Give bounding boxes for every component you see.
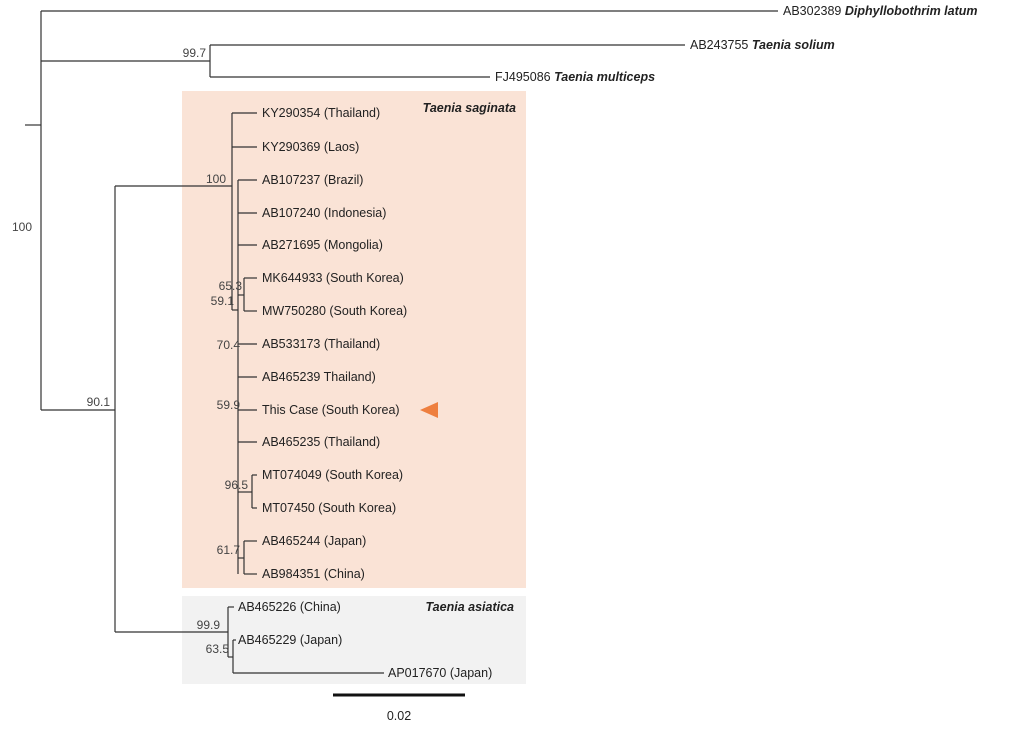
saginata-tip-labels: KY290354 (Thailand) KY290369 (Laos) AB10… (262, 106, 407, 581)
saginata-clade-box (182, 91, 526, 588)
asiatica-tip-labels: AB465226 (China) AB465229 (Japan) AP0176… (238, 600, 492, 680)
bootstrap-node: 59.9 (217, 398, 241, 412)
bootstrap-node: 99.9 (197, 618, 221, 632)
asiatica-clade-box (182, 596, 526, 684)
tip-label: AB465239 Thailand) (262, 370, 376, 384)
tip-label: AB465235 (Thailand) (262, 435, 380, 449)
tip-label: AB465229 (Japan) (238, 633, 342, 647)
tip-label: AB271695 (Mongolia) (262, 238, 383, 252)
tip-label: KY290369 (Laos) (262, 140, 359, 154)
bootstrap-node: 59.1 (211, 294, 235, 308)
bootstrap-solium-multiceps: 99.7 (183, 46, 207, 60)
tip-label: AB465226 (China) (238, 600, 341, 614)
tip-label: AB533173 (Thailand) (262, 337, 380, 351)
tip-label-diphyllobothrium: AB302389 Diphyllobothrim latum (783, 4, 978, 18)
tip-label: MT07450 (South Korea) (262, 501, 396, 515)
tip-label: MT074049 (South Korea) (262, 468, 403, 482)
tip-label: AB107237 (Brazil) (262, 173, 363, 187)
tree-branches (25, 10, 778, 674)
tip-label: AB465244 (Japan) (262, 534, 366, 548)
tip-label: AB107240 (Indonesia) (262, 206, 386, 220)
bootstrap-saginata: 100 (206, 172, 226, 186)
asiatica-group-label: Taenia asiatica (426, 600, 515, 614)
tip-label: KY290354 (Thailand) (262, 106, 380, 120)
bootstrap-node: 70.4 (217, 338, 241, 352)
bootstrap-values: 100 99.7 90.1 100 65.3 59.1 70.4 59.9 96… (12, 46, 248, 656)
bootstrap-node: 63.5 (206, 642, 230, 656)
bootstrap-node: 61.7 (217, 543, 241, 557)
tip-label-this-case: This Case (South Korea) (262, 403, 400, 417)
bootstrap-node: 96.5 (225, 478, 249, 492)
tip-label: MW750280 (South Korea) (262, 304, 407, 318)
this-case-marker-triangle-icon (420, 402, 438, 418)
bootstrap-node: 65.3 (219, 279, 243, 293)
tip-label-taenia-multiceps: FJ495086 Taenia multiceps (495, 70, 655, 84)
saginata-group-label: Taenia saginata (423, 101, 516, 115)
tip-label-taenia-solium: AB243755 Taenia solium (690, 38, 835, 52)
bootstrap-saginata-asiatica: 90.1 (87, 395, 111, 409)
bootstrap-root: 100 (12, 220, 32, 234)
tip-label: MK644933 (South Korea) (262, 271, 404, 285)
scale-bar-label: 0.02 (387, 709, 411, 723)
tip-label: AB984351 (China) (262, 567, 365, 581)
tip-label: AP017670 (Japan) (388, 666, 492, 680)
